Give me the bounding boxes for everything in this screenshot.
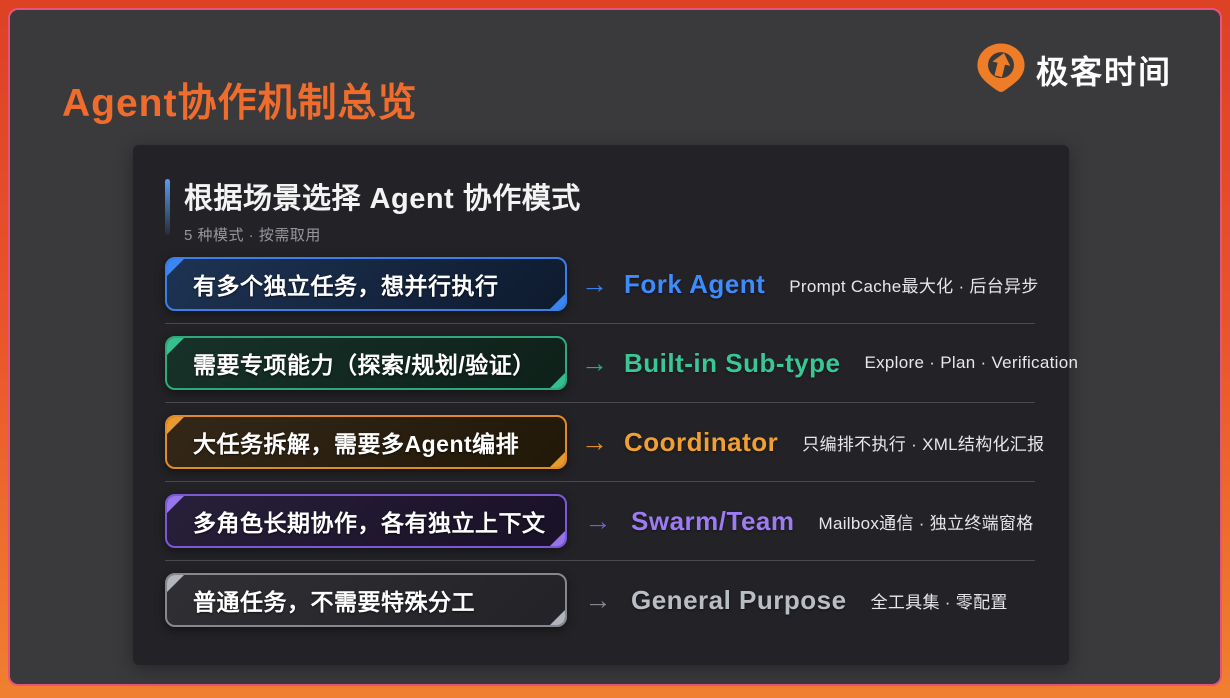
- brand-logo: 极客时间: [976, 42, 1172, 97]
- mode-name: Swarm/Team: [631, 505, 795, 536]
- content-card: 根据场景选择 Agent 协作模式 5 种模式 · 按需取用 有多个独立任务，想…: [133, 145, 1078, 665]
- mode-note: Prompt Cache最大化 · 后台异步: [789, 276, 1039, 296]
- mode-name: Fork Agent: [624, 268, 766, 299]
- scenario-box: 多角色长期协作，各有独立上下文: [165, 494, 567, 548]
- mode-name: General Purpose: [631, 584, 847, 615]
- brand-name: 极客时间: [1035, 53, 1172, 90]
- geektime-pin-icon: [976, 42, 1026, 97]
- page-title: Agent协作机制总览: [62, 82, 418, 125]
- corner-accent-icon: [550, 452, 565, 467]
- mode-row: 有多个独立任务，想并行执行 → Fork Agent Prompt Cache最…: [165, 257, 1039, 311]
- scenario-box: 需要专项能力（探索/规划/验证）: [165, 336, 567, 390]
- scenario-label: 大任务拆解，需要多Agent编排: [193, 431, 520, 457]
- arrow-icon: →: [581, 268, 608, 299]
- mode-note: 只编排不执行 · XML结构化汇报: [802, 434, 1045, 454]
- scenario-box: 普通任务，不需要特殊分工: [165, 573, 567, 627]
- mode-note: Explore · Plan · Verification: [864, 353, 1079, 372]
- scenario-box: 大任务拆解，需要多Agent编排: [165, 415, 567, 469]
- corner-accent-icon: [167, 496, 184, 513]
- mode-row: 多角色长期协作，各有独立上下文 → Swarm/Team Mailbox通信 ·…: [165, 494, 1035, 548]
- arrow-icon: →: [581, 426, 608, 457]
- scenario-label: 多角色长期协作，各有独立上下文: [193, 510, 546, 536]
- corner-accent-icon: [167, 259, 184, 276]
- corner-accent-icon: [550, 373, 565, 388]
- row-divider: [165, 402, 1035, 403]
- mode-row: 需要专项能力（探索/规划/验证） → Built-in Sub-type Exp…: [165, 336, 1078, 390]
- mode-name: Coordinator: [624, 426, 779, 457]
- mode-note: 全工具集 · 零配置: [870, 592, 1008, 612]
- card-heading: 根据场景选择 Agent 协作模式: [184, 183, 581, 215]
- row-divider: [165, 560, 1035, 561]
- scenario-label: 有多个独立任务，想并行执行: [193, 273, 499, 299]
- scenario-box: 有多个独立任务，想并行执行: [165, 257, 567, 311]
- corner-accent-icon: [550, 531, 565, 546]
- row-divider: [165, 481, 1035, 482]
- scenario-label: 普通任务，不需要特殊分工: [193, 589, 475, 615]
- corner-accent-icon: [167, 575, 184, 592]
- arrow-icon: →: [581, 347, 608, 378]
- row-divider: [165, 323, 1035, 324]
- mode-row: 大任务拆解，需要多Agent编排 → Coordinator 只编排不执行 · …: [165, 415, 1044, 469]
- mode-rows: 有多个独立任务，想并行执行 → Fork Agent Prompt Cache最…: [165, 257, 1078, 627]
- corner-accent-icon: [550, 610, 565, 625]
- card-header: 根据场景选择 Agent 协作模式 5 种模式 · 按需取用: [165, 175, 581, 245]
- slide-background: Agent协作机制总览 极客时间 根据场景选择 Agent 协作模式 5 种模式…: [8, 8, 1222, 686]
- scenario-label: 需要专项能力（探索/规划/验证）: [193, 352, 536, 378]
- mode-row: 普通任务，不需要特殊分工 → General Purpose 全工具集 · 零配…: [165, 573, 1035, 627]
- arrow-icon: →: [584, 505, 612, 536]
- header-texts: 根据场景选择 Agent 协作模式 5 种模式 · 按需取用: [184, 175, 581, 245]
- corner-accent-icon: [167, 338, 184, 355]
- corner-accent-icon: [167, 417, 184, 434]
- header-accent-bar: [165, 179, 170, 235]
- card-subheading: 5 种模式 · 按需取用: [184, 227, 321, 244]
- corner-accent-icon: [550, 294, 565, 309]
- mode-name: Built-in Sub-type: [624, 347, 841, 378]
- mode-note: Mailbox通信 · 独立终端窗格: [818, 513, 1034, 533]
- arrow-icon: →: [584, 584, 612, 615]
